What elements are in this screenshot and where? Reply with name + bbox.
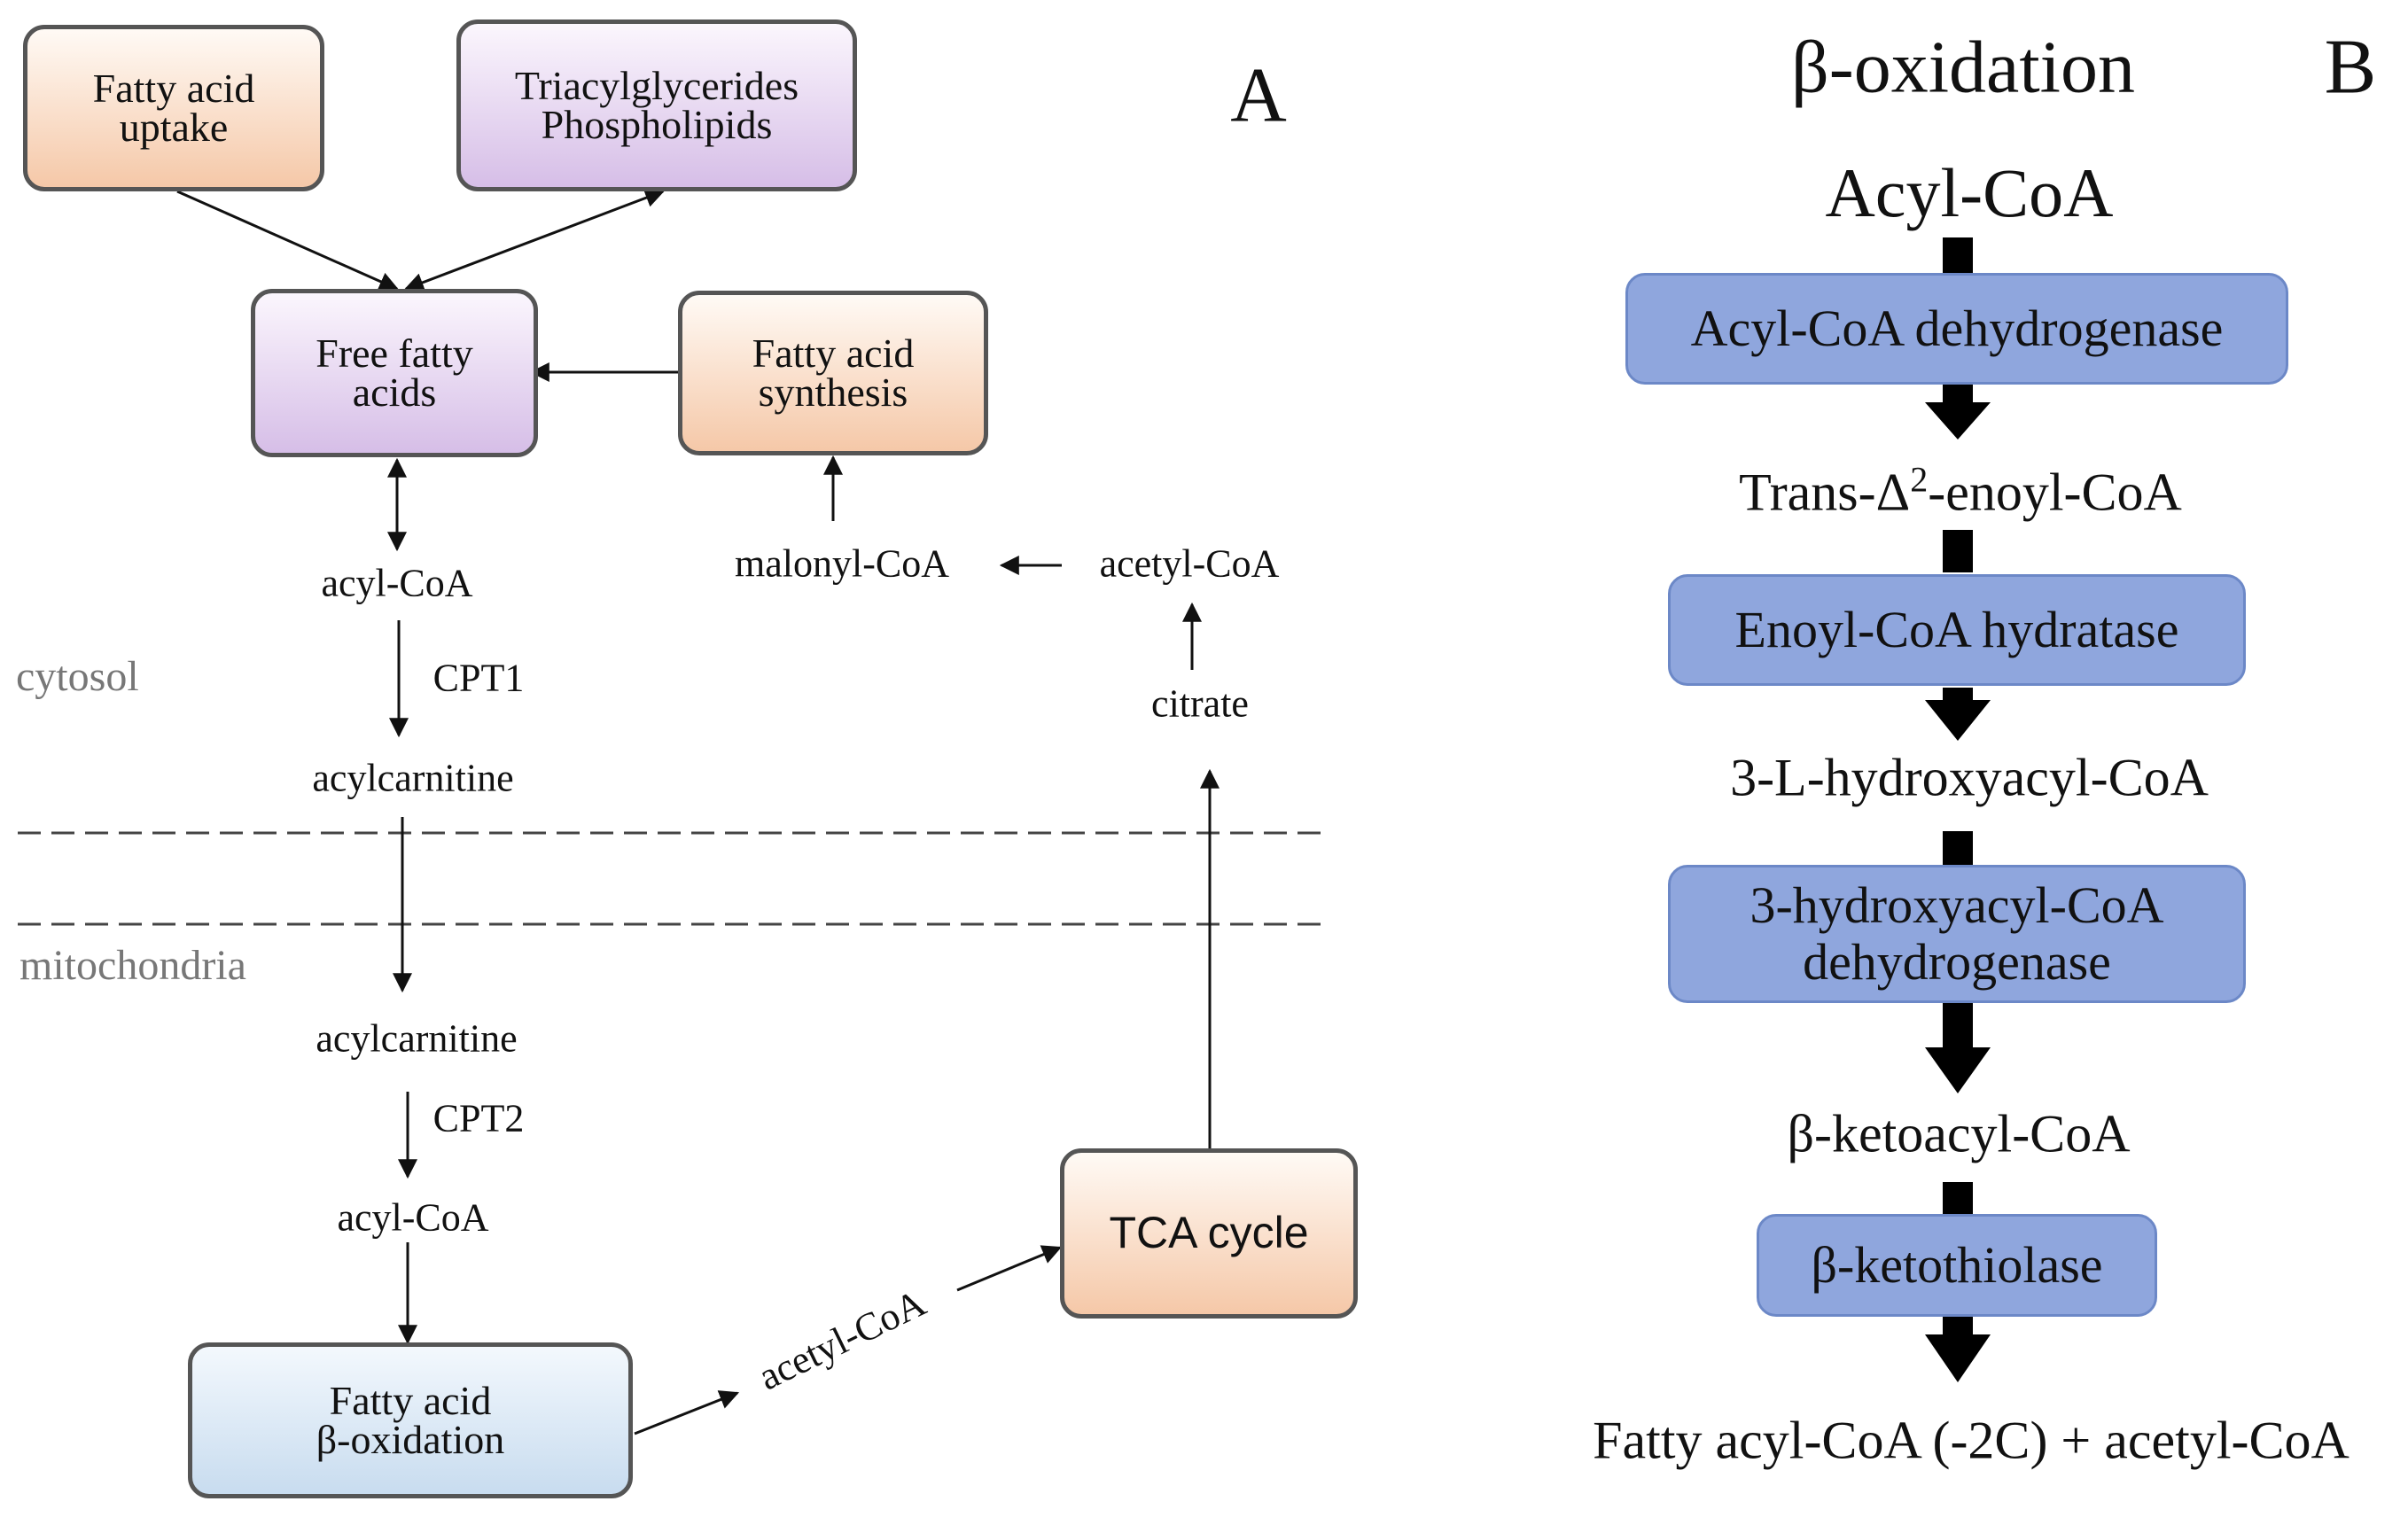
label-acylcarnitine-cytosol: acylcarnitine (312, 756, 514, 800)
panel-b-label: B (2324, 24, 2377, 111)
metabolite-beta-ketoacyl-coa: β-ketoacyl-CoA (1787, 1104, 2131, 1163)
compartment-cytosol: cytosol (16, 653, 139, 700)
b-arrow-8 (1925, 1317, 1991, 1382)
enzyme-enoyl-coa-hydratase: Enoyl-CoA hydratase (1668, 574, 2246, 686)
enzyme-line: dehydrogenase (1803, 933, 2111, 991)
label-acetyl-coa-cytosol: acetyl-CoA (1099, 541, 1280, 586)
box-fatty-acid-synthesis: Fatty acid synthesis (678, 291, 988, 455)
enzyme-line: 3-hydroxyacyl-CoA (1750, 876, 2164, 935)
compartment-mitochondria: mitochondria (19, 942, 246, 989)
arrow-uptake-to-ffa (176, 190, 400, 292)
box-line: TCA cycle (1109, 1208, 1309, 1258)
box-line: Fatty acid (329, 1378, 492, 1424)
box-line: acids (352, 370, 437, 415)
label-cpt1: CPT1 (433, 656, 525, 700)
b-arrow-3 (1943, 530, 1973, 572)
arrow-betaox-to-acetylcoa (634, 1390, 740, 1435)
b-arrow-7 (1943, 1182, 1973, 1214)
trans-enoyl-prefix: Trans-Δ (1739, 463, 1911, 522)
trans-enoyl-superscript: 2 (1910, 459, 1929, 500)
box-line: Triacylglycerides (514, 63, 799, 109)
box-tca-cycle: TCA cycle (1060, 1148, 1358, 1319)
trans-enoyl-suffix: -enoyl-CoA (1928, 463, 2182, 522)
enzyme-beta-ketothiolase: β-ketothiolase (1757, 1214, 2157, 1317)
enzyme-3-hydroxyacyl-coa-dehydrogenase: 3-hydroxyacyl-CoA dehydrogenase (1668, 865, 2246, 1003)
enzyme-line: β-ketothiolase (1811, 1236, 2103, 1295)
arrow-tag-ffa-bidirectional (403, 188, 666, 292)
enzyme-line: Enoyl-CoA hydratase (1734, 601, 2179, 659)
enzyme-line: Acyl-CoA dehydrogenase (1690, 300, 2224, 358)
metabolite-3-l-hydroxyacyl-coa: 3-L-hydroxyacyl-CoA (1730, 748, 2209, 807)
label-acyl-coa-cytosol: acyl-CoA (321, 561, 473, 605)
box-line: synthesis (758, 370, 908, 415)
label-acylcarnitine-mito: acylcarnitine (316, 1016, 518, 1061)
box-line: Free fatty (316, 331, 473, 377)
arrow-acetylcoa-to-tca (956, 1245, 1063, 1292)
b-arrow-5 (1943, 831, 1973, 865)
box-line: Fatty acid (752, 331, 915, 377)
metabolite-trans-enoyl-coa: Trans-Δ2-enoyl-CoA (1739, 459, 2182, 524)
b-arrow-1 (1943, 237, 1973, 276)
b-arrow-2 (1925, 383, 1991, 440)
label-cpt2: CPT2 (433, 1096, 525, 1140)
label-malonyl-coa: malonyl-CoA (735, 541, 949, 586)
label-citrate: citrate (1151, 681, 1249, 726)
metabolite-products: Fatty acyl-CoA (-2C) + acetyl-CoA (1593, 1411, 2350, 1470)
box-fatty-acid-beta-oxidation: Fatty acid β-oxidation (188, 1342, 633, 1498)
b-arrow-4 (1925, 688, 1991, 741)
box-fatty-acid-uptake: Fatty acid uptake (23, 25, 324, 191)
box-line: β-oxidation (316, 1417, 505, 1462)
metabolite-acyl-coa: Acyl-CoA (1825, 154, 2114, 231)
b-arrow-6 (1925, 1003, 1991, 1093)
panel-a-label: A (1230, 52, 1287, 139)
label-acyl-coa-mito: acyl-CoA (337, 1195, 489, 1240)
box-triacylglycerides-phospholipids: Triacylglycerides Phospholipids (456, 19, 857, 191)
box-free-fatty-acids: Free fatty acids (251, 289, 538, 457)
box-line: uptake (119, 105, 229, 150)
box-line: Phospholipids (541, 102, 773, 147)
enzyme-acyl-coa-dehydrogenase: Acyl-CoA dehydrogenase (1625, 273, 2288, 385)
box-line: Fatty acid (92, 66, 255, 112)
panel-b-title: β-oxidation (1790, 26, 2136, 109)
